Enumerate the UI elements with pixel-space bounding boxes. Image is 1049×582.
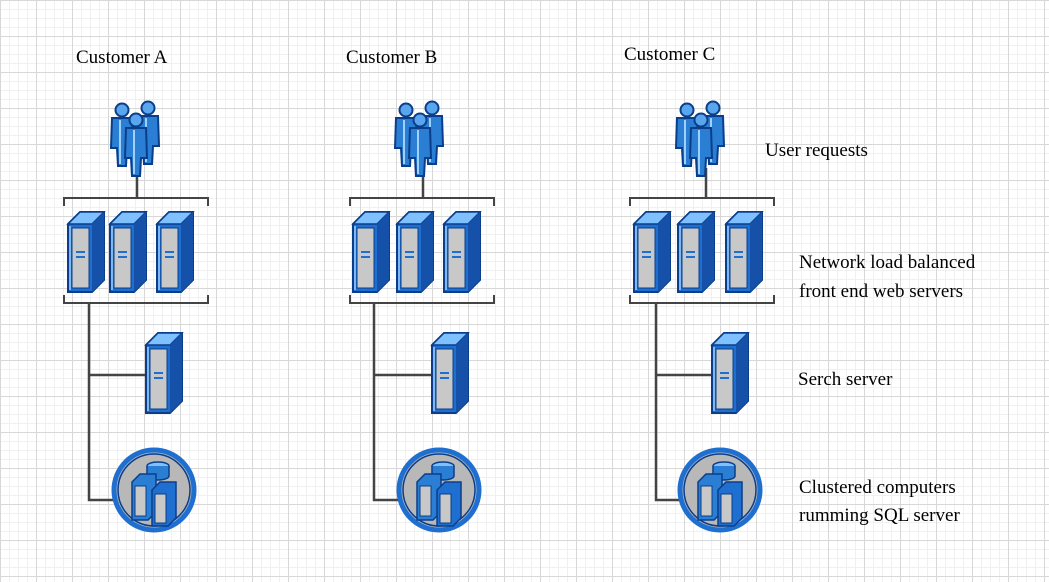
customer-a-label: Customer A — [76, 47, 168, 68]
web-servers-label-line1: Network load balanced — [799, 252, 976, 273]
server-icon — [725, 211, 763, 293]
server-icon — [443, 211, 481, 293]
database-cluster-icon — [399, 450, 479, 530]
server-icon — [677, 211, 715, 293]
server-icon — [145, 332, 183, 414]
server-icon — [431, 332, 469, 414]
database-cluster-icon — [680, 450, 760, 530]
customer-a-column — [63, 102, 209, 531]
server-icon — [633, 211, 671, 293]
server-icon — [67, 211, 105, 293]
customer-b-label: Customer B — [346, 47, 438, 68]
users-icon — [676, 102, 724, 177]
server-icon — [711, 332, 749, 414]
customer-b-column — [349, 102, 495, 531]
customer-c-label: Customer C — [624, 44, 716, 65]
web-servers-label-line2: front end web servers — [799, 281, 964, 302]
server-icon — [156, 211, 194, 293]
server-icon — [109, 211, 147, 293]
server-icon — [352, 211, 390, 293]
sql-label-line2: rumming SQL server — [799, 505, 960, 526]
users-icon — [111, 102, 159, 177]
user-requests-label: User requests — [765, 140, 868, 161]
sql-label-line1: Clustered computers — [799, 477, 956, 498]
database-cluster-icon — [114, 450, 194, 530]
server-icon — [396, 211, 434, 293]
customer-c-column — [629, 102, 775, 531]
users-icon — [395, 102, 443, 177]
search-server-label: Serch server — [798, 369, 893, 390]
